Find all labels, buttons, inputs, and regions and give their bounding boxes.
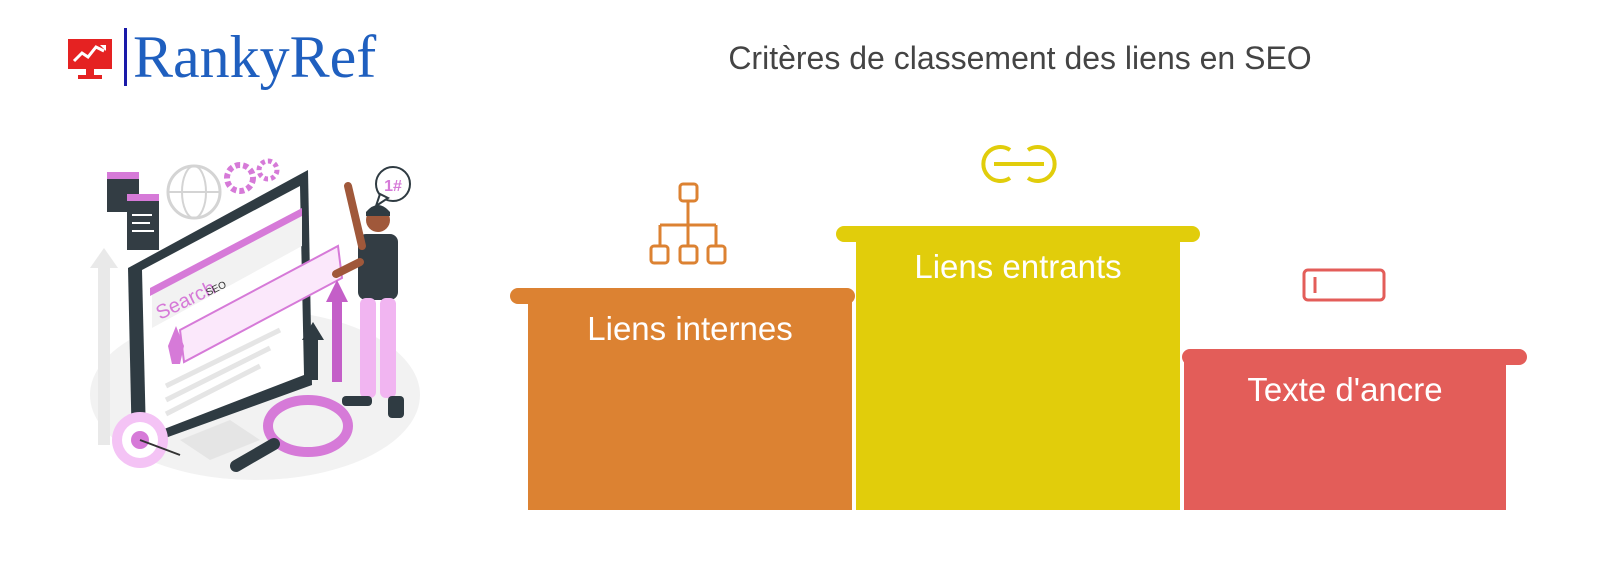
podium-diagram: Liens internes Liens entrants Texte d'an… <box>500 120 1540 520</box>
step-label-texte-ancre: Texte d'ancre <box>1247 371 1443 408</box>
rank-badge: 1# <box>374 166 411 209</box>
hierarchy-icon <box>649 182 727 265</box>
person-figure <box>332 182 404 418</box>
globe-icon <box>166 164 222 220</box>
code-window-icon <box>107 172 159 250</box>
podium-step-liens-entrants <box>836 226 1200 510</box>
gear-icon <box>224 158 280 194</box>
chart-monitor-icon <box>68 39 112 79</box>
logo-divider <box>124 28 127 86</box>
podium-shapes <box>510 145 1527 510</box>
rank-badge-text: 1# <box>384 178 402 195</box>
link-icon <box>981 145 1057 183</box>
target-icon <box>112 412 181 468</box>
text-field-icon <box>1302 268 1386 302</box>
podium-step-liens-internes <box>510 288 855 510</box>
seo-illustration: Search SEO 1# <box>90 158 420 480</box>
podium-step-texte-ancre <box>1182 349 1527 510</box>
magnifier-icon <box>230 395 353 472</box>
brand-name: RankyRef <box>133 24 377 90</box>
page-title: Critères de classement des liens en SEO <box>728 40 1312 76</box>
step-label-liens-entrants: Liens entrants <box>914 248 1122 285</box>
brand-logo: RankyRef <box>66 22 376 92</box>
step-label-liens-internes: Liens internes <box>587 310 793 347</box>
